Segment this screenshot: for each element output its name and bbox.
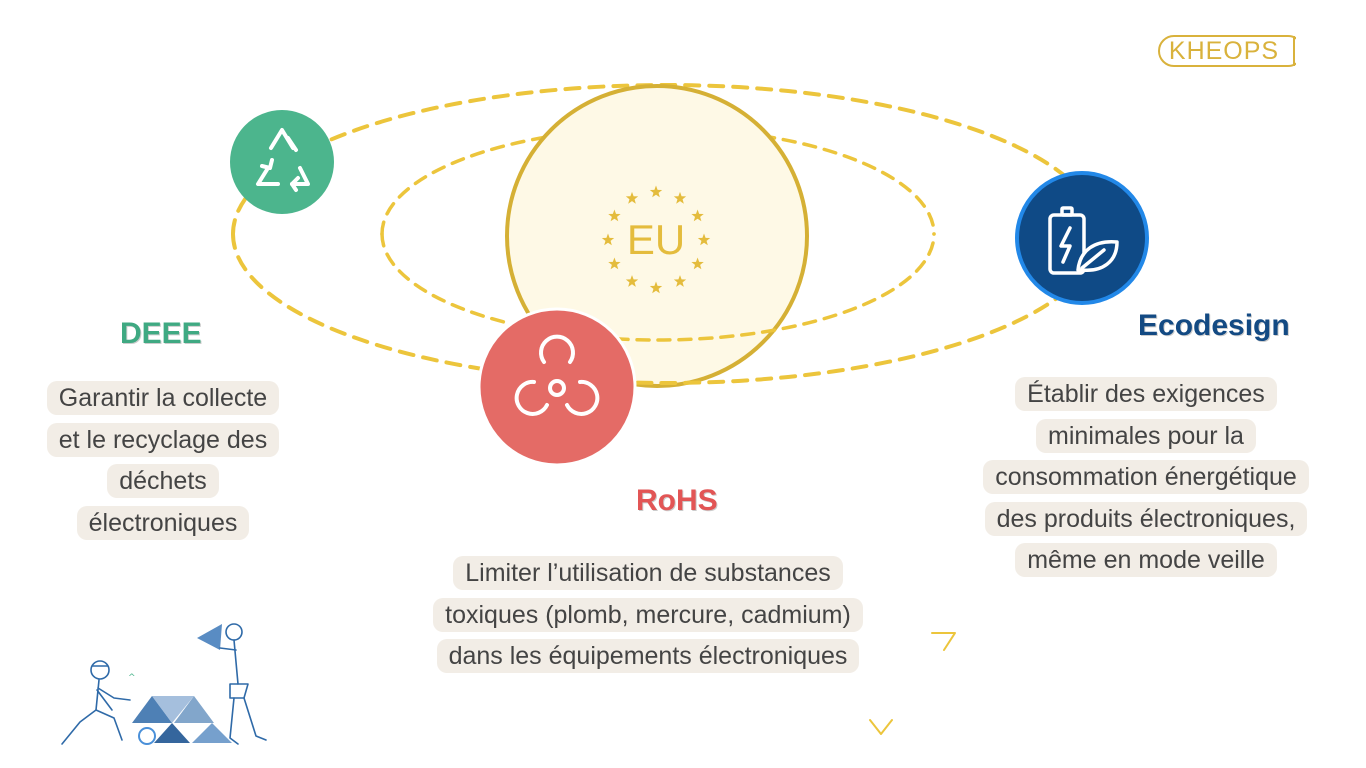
builders-illustration: ^: [61, 623, 267, 745]
ecodesign-title: Ecodesign: [1138, 309, 1290, 342]
ecodesign-bubble: [1015, 171, 1149, 305]
eu-star-icon: [625, 191, 639, 204]
deee-description-line: et le recyclage des: [46, 422, 280, 457]
rohs-description-line: dans les équipements électroniques: [436, 639, 860, 673]
kheops-logo: KHEOPS: [1158, 34, 1296, 68]
eu-star-icon: [649, 281, 663, 294]
eu-star-icon: [673, 275, 687, 287]
eu-star-icon: [608, 257, 621, 270]
chevron-down-icon: [869, 719, 893, 735]
deee-description: Garantir la collecte et le recyclage des…: [18, 378, 308, 544]
deee-description-line: déchets: [107, 464, 219, 498]
deee-description-line: Garantir la collecte: [46, 381, 280, 415]
eu-star-icon: [625, 275, 639, 287]
eu-star-icon: [601, 233, 615, 246]
chevron-right-icon: [931, 632, 956, 651]
rohs-description: Limiter l’utilisation de substances toxi…: [386, 553, 910, 678]
eu-star-icon: [691, 257, 704, 270]
ecodesign-description-line: des produits électroniques,: [984, 501, 1308, 536]
eu-star-icon: [608, 209, 621, 222]
eu-star-ring: [601, 185, 711, 294]
logo-text: KHEOPS: [1168, 37, 1280, 65]
rohs-description-line: toxiques (plomb, mercure, cadmium): [433, 597, 863, 632]
ecodesign-description-line: Établir des exigences: [1015, 377, 1277, 411]
deee-description-line: électroniques: [76, 505, 250, 540]
biohazard-icon: [514, 334, 600, 416]
eu-star-icon: [649, 185, 663, 198]
rohs-title: RoHS: [636, 484, 718, 517]
eu-star-icon: [691, 209, 704, 222]
rohs-description-line: Limiter l’utilisation de substances: [453, 556, 843, 590]
deee-bubble: [230, 110, 334, 214]
deee-title: DEEE: [120, 317, 202, 350]
inner-orbit-front: [380, 232, 936, 342]
ecodesign-description-line: même en mode veille: [1015, 543, 1277, 577]
svg-text:^: ^: [128, 673, 136, 683]
ecodesign-description-line: consommation énergétique: [983, 460, 1309, 494]
ecodesign-description-line: minimales pour la: [1036, 418, 1256, 453]
eu-star-icon: [697, 233, 711, 246]
eu-label: EU: [627, 216, 685, 263]
ecodesign-description: Établir des exigences minimales pour la …: [950, 374, 1342, 582]
recycle-icon: [256, 128, 310, 192]
battery-leaf-icon: [1048, 206, 1119, 275]
eu-globe: EU: [505, 84, 809, 388]
rohs-bubble: [477, 307, 637, 467]
logo-frame: [1158, 35, 1296, 67]
outer-orbit-front: [231, 232, 1101, 385]
eu-star-icon: [673, 191, 687, 204]
